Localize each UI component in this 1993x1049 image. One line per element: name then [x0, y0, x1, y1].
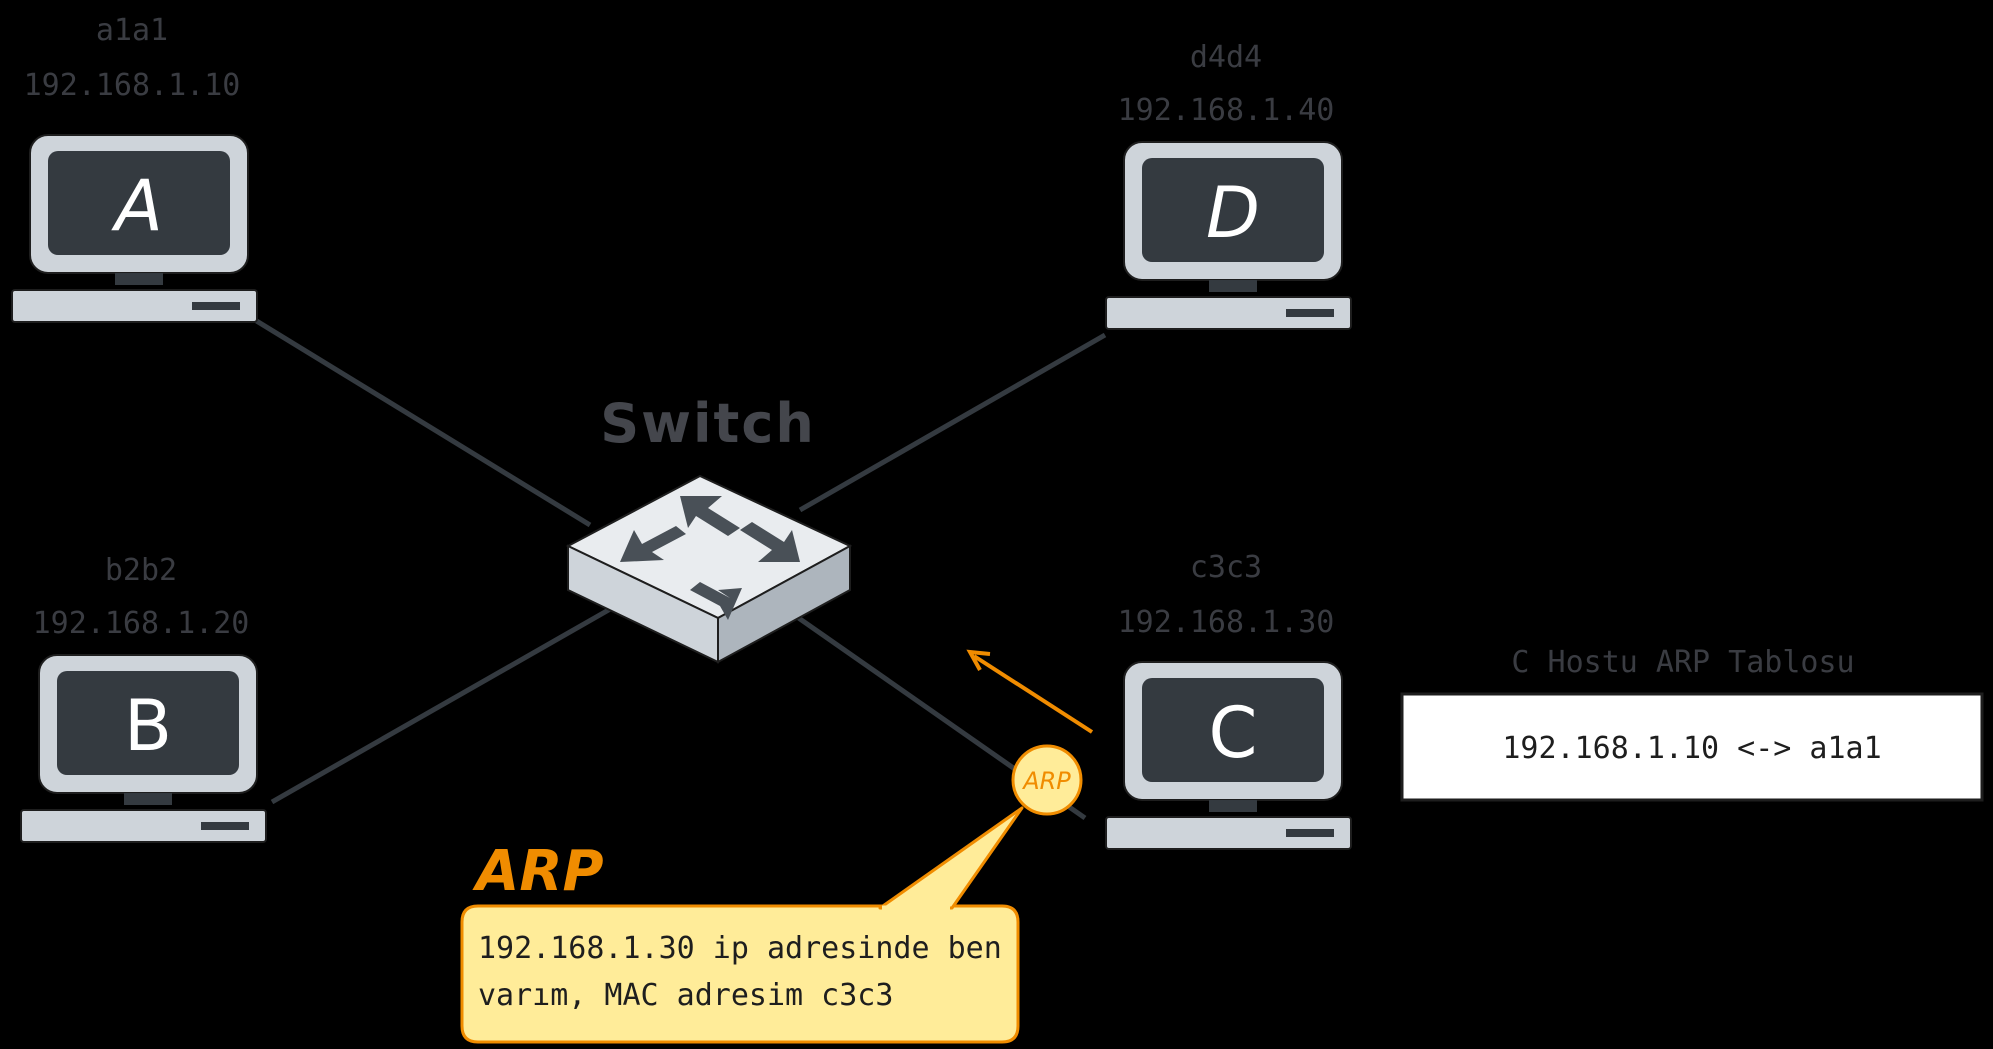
host-c-base	[1105, 816, 1352, 850]
host-c-screen	[1142, 678, 1324, 782]
host-c-letter: C	[1209, 692, 1258, 774]
host-a-letter: A	[111, 165, 163, 247]
arp-badge-circle	[1011, 744, 1083, 816]
arp-table-title: C Hostu ARP Tablosu	[1511, 645, 1854, 680]
host-d-letter: D	[1206, 172, 1260, 254]
arp-callout-title: ARP	[472, 839, 604, 904]
arp-table-box	[1400, 692, 1984, 802]
host-b-base	[20, 809, 267, 843]
arp-badge-label: ARP	[1021, 767, 1071, 795]
host-b[interactable]: b2b2 192.168.1.20 B	[20, 553, 267, 843]
switch-arrows-icon	[620, 496, 800, 620]
host-a-stand	[115, 273, 163, 285]
arp-badge[interactable]: ARP	[1011, 744, 1083, 816]
host-a-drive-slot	[192, 302, 240, 310]
host-d-screen	[1142, 158, 1324, 262]
host-b-screen	[57, 671, 239, 775]
host-a-mac: a1a1	[96, 13, 168, 48]
host-d-mac: d4d4	[1190, 40, 1262, 75]
host-d-base	[1105, 296, 1352, 330]
arp-direction-arrow	[966, 649, 1094, 734]
host-b-letter: B	[124, 685, 172, 767]
host-d-stand	[1209, 280, 1257, 292]
host-a-ip: 192.168.1.10	[24, 68, 241, 103]
link-d-switch	[798, 332, 1107, 513]
arp-callout-line1: 192.168.1.30 ip adresinde ben	[478, 931, 1002, 966]
host-b-drive-slot	[201, 822, 249, 830]
host-b-mac: b2b2	[105, 553, 177, 588]
arp-table-entry: 192.168.1.10 <-> a1a1	[1502, 731, 1881, 766]
arp-callout-line2: varım, MAC adresim c3c3	[478, 978, 893, 1013]
host-c-mac: c3c3	[1190, 550, 1262, 585]
host-c-drive-slot	[1286, 829, 1334, 837]
host-c[interactable]: c3c3 192.168.1.30 C	[1105, 550, 1352, 850]
arp-callout-pointer	[878, 806, 1024, 910]
host-a-base	[11, 289, 258, 323]
host-d-ip: 192.168.1.40	[1118, 93, 1335, 128]
arp-table: 192.168.1.10 <-> a1a1	[1400, 692, 1984, 802]
host-d-drive-slot	[1286, 309, 1334, 317]
host-d[interactable]: d4d4 192.168.1.40 D	[1105, 40, 1352, 330]
host-b-stand	[124, 793, 172, 805]
link-a-switch	[253, 317, 592, 528]
host-a[interactable]: a1a1 192.168.1.10 A	[11, 13, 258, 323]
host-b-ip: 192.168.1.20	[33, 606, 250, 641]
arp-callout-bubble	[460, 904, 1020, 1044]
switch-right-face	[717, 544, 851, 664]
host-c-ip: 192.168.1.30	[1118, 605, 1335, 640]
link-b-switch	[270, 605, 614, 805]
host-a-screen	[48, 151, 230, 255]
arp-callout: 192.168.1.30 ip adresinde ben varım, MAC…	[460, 806, 1024, 1044]
switch-device[interactable]	[565, 474, 853, 664]
switch-label: Switch	[600, 392, 816, 455]
host-c-stand	[1209, 800, 1257, 812]
